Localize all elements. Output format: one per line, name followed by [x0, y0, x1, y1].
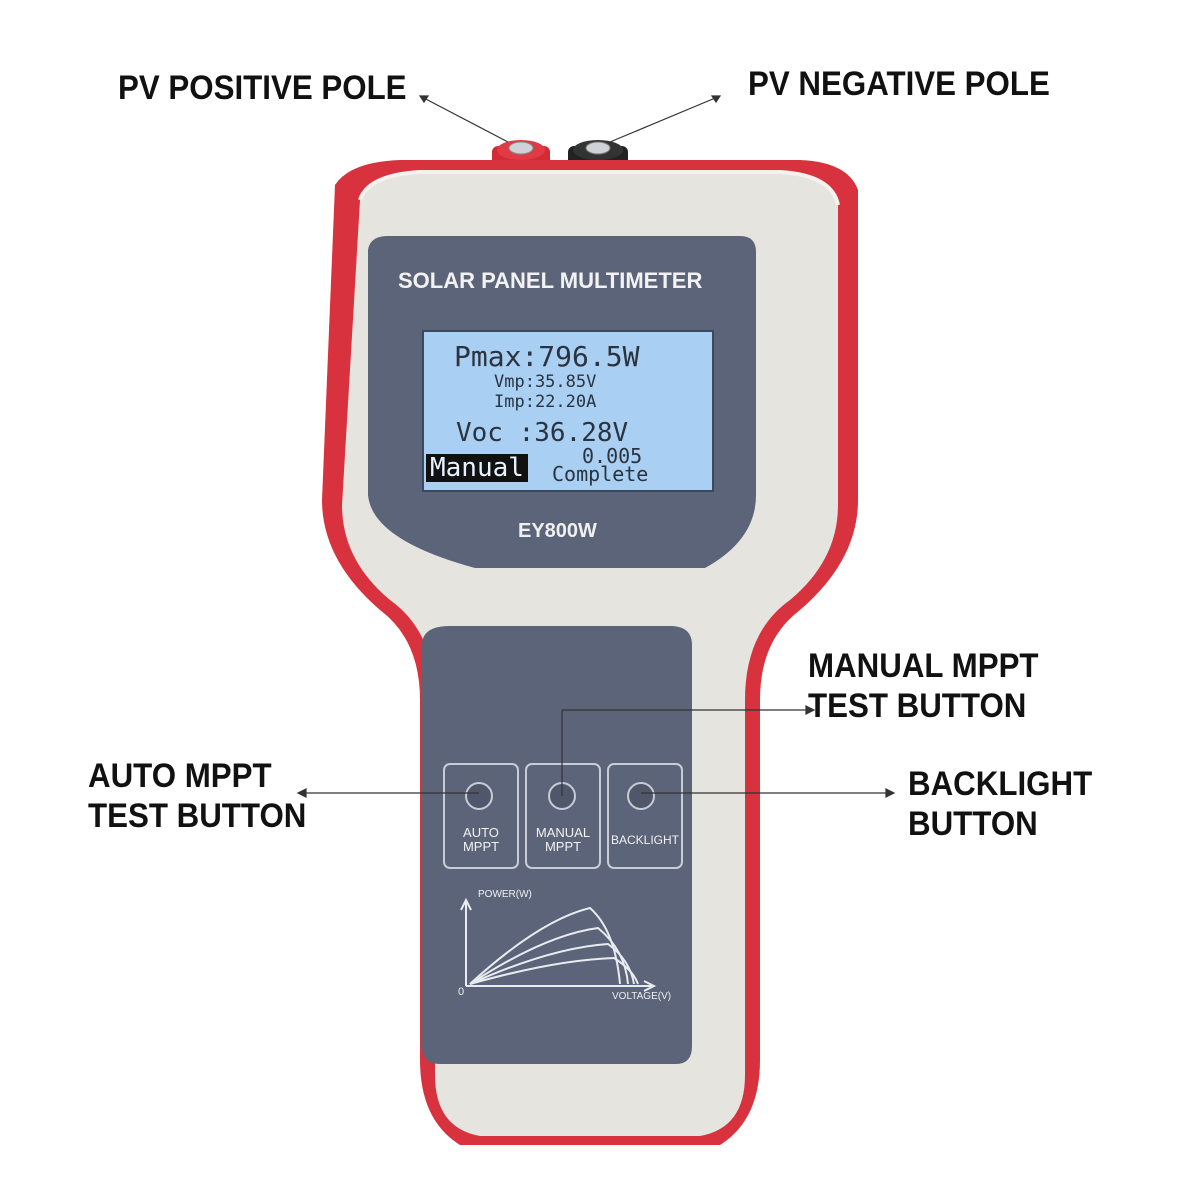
graph-x-label: VOLTAGE(V) — [612, 991, 672, 1002]
device-title: SOLAR PANEL MULTIMETER — [398, 268, 703, 293]
lcd-status: Complete — [552, 462, 649, 486]
callout-pv-positive: PV POSITIVE POLE — [118, 69, 407, 107]
lcd-voc: Voc :36.28V — [456, 418, 629, 448]
backlight-label: BACKLIGHT — [610, 833, 679, 847]
manual-mppt-frame — [525, 763, 601, 869]
lcd-display: Pmax:796.5W Vmp:35.85V Imp:22.20A Voc :3… — [422, 330, 714, 492]
lcd-mode: Manual — [426, 454, 528, 482]
callout-pv-negative: PV NEGATIVE POLE — [748, 65, 1050, 103]
lcd-value: 0.005 — [582, 444, 643, 468]
leader-lines — [296, 95, 896, 798]
backlight-button — [627, 782, 655, 810]
device-model: EY800W — [518, 520, 597, 542]
backlight-frame — [607, 763, 683, 869]
pv-curve-graph — [460, 897, 657, 992]
graph-origin: 0 — [458, 986, 465, 998]
auto-mppt-button — [465, 782, 493, 810]
lcd-imp: Imp:22.20A — [494, 392, 597, 412]
keypad-panel — [422, 626, 692, 1064]
graph-y-label: POWER(W) — [478, 889, 532, 900]
auto-mppt-frame — [443, 763, 519, 869]
lcd-pmax: Pmax:796.5W — [454, 340, 640, 373]
lcd-vmp: Vmp:35.85V — [494, 372, 597, 392]
